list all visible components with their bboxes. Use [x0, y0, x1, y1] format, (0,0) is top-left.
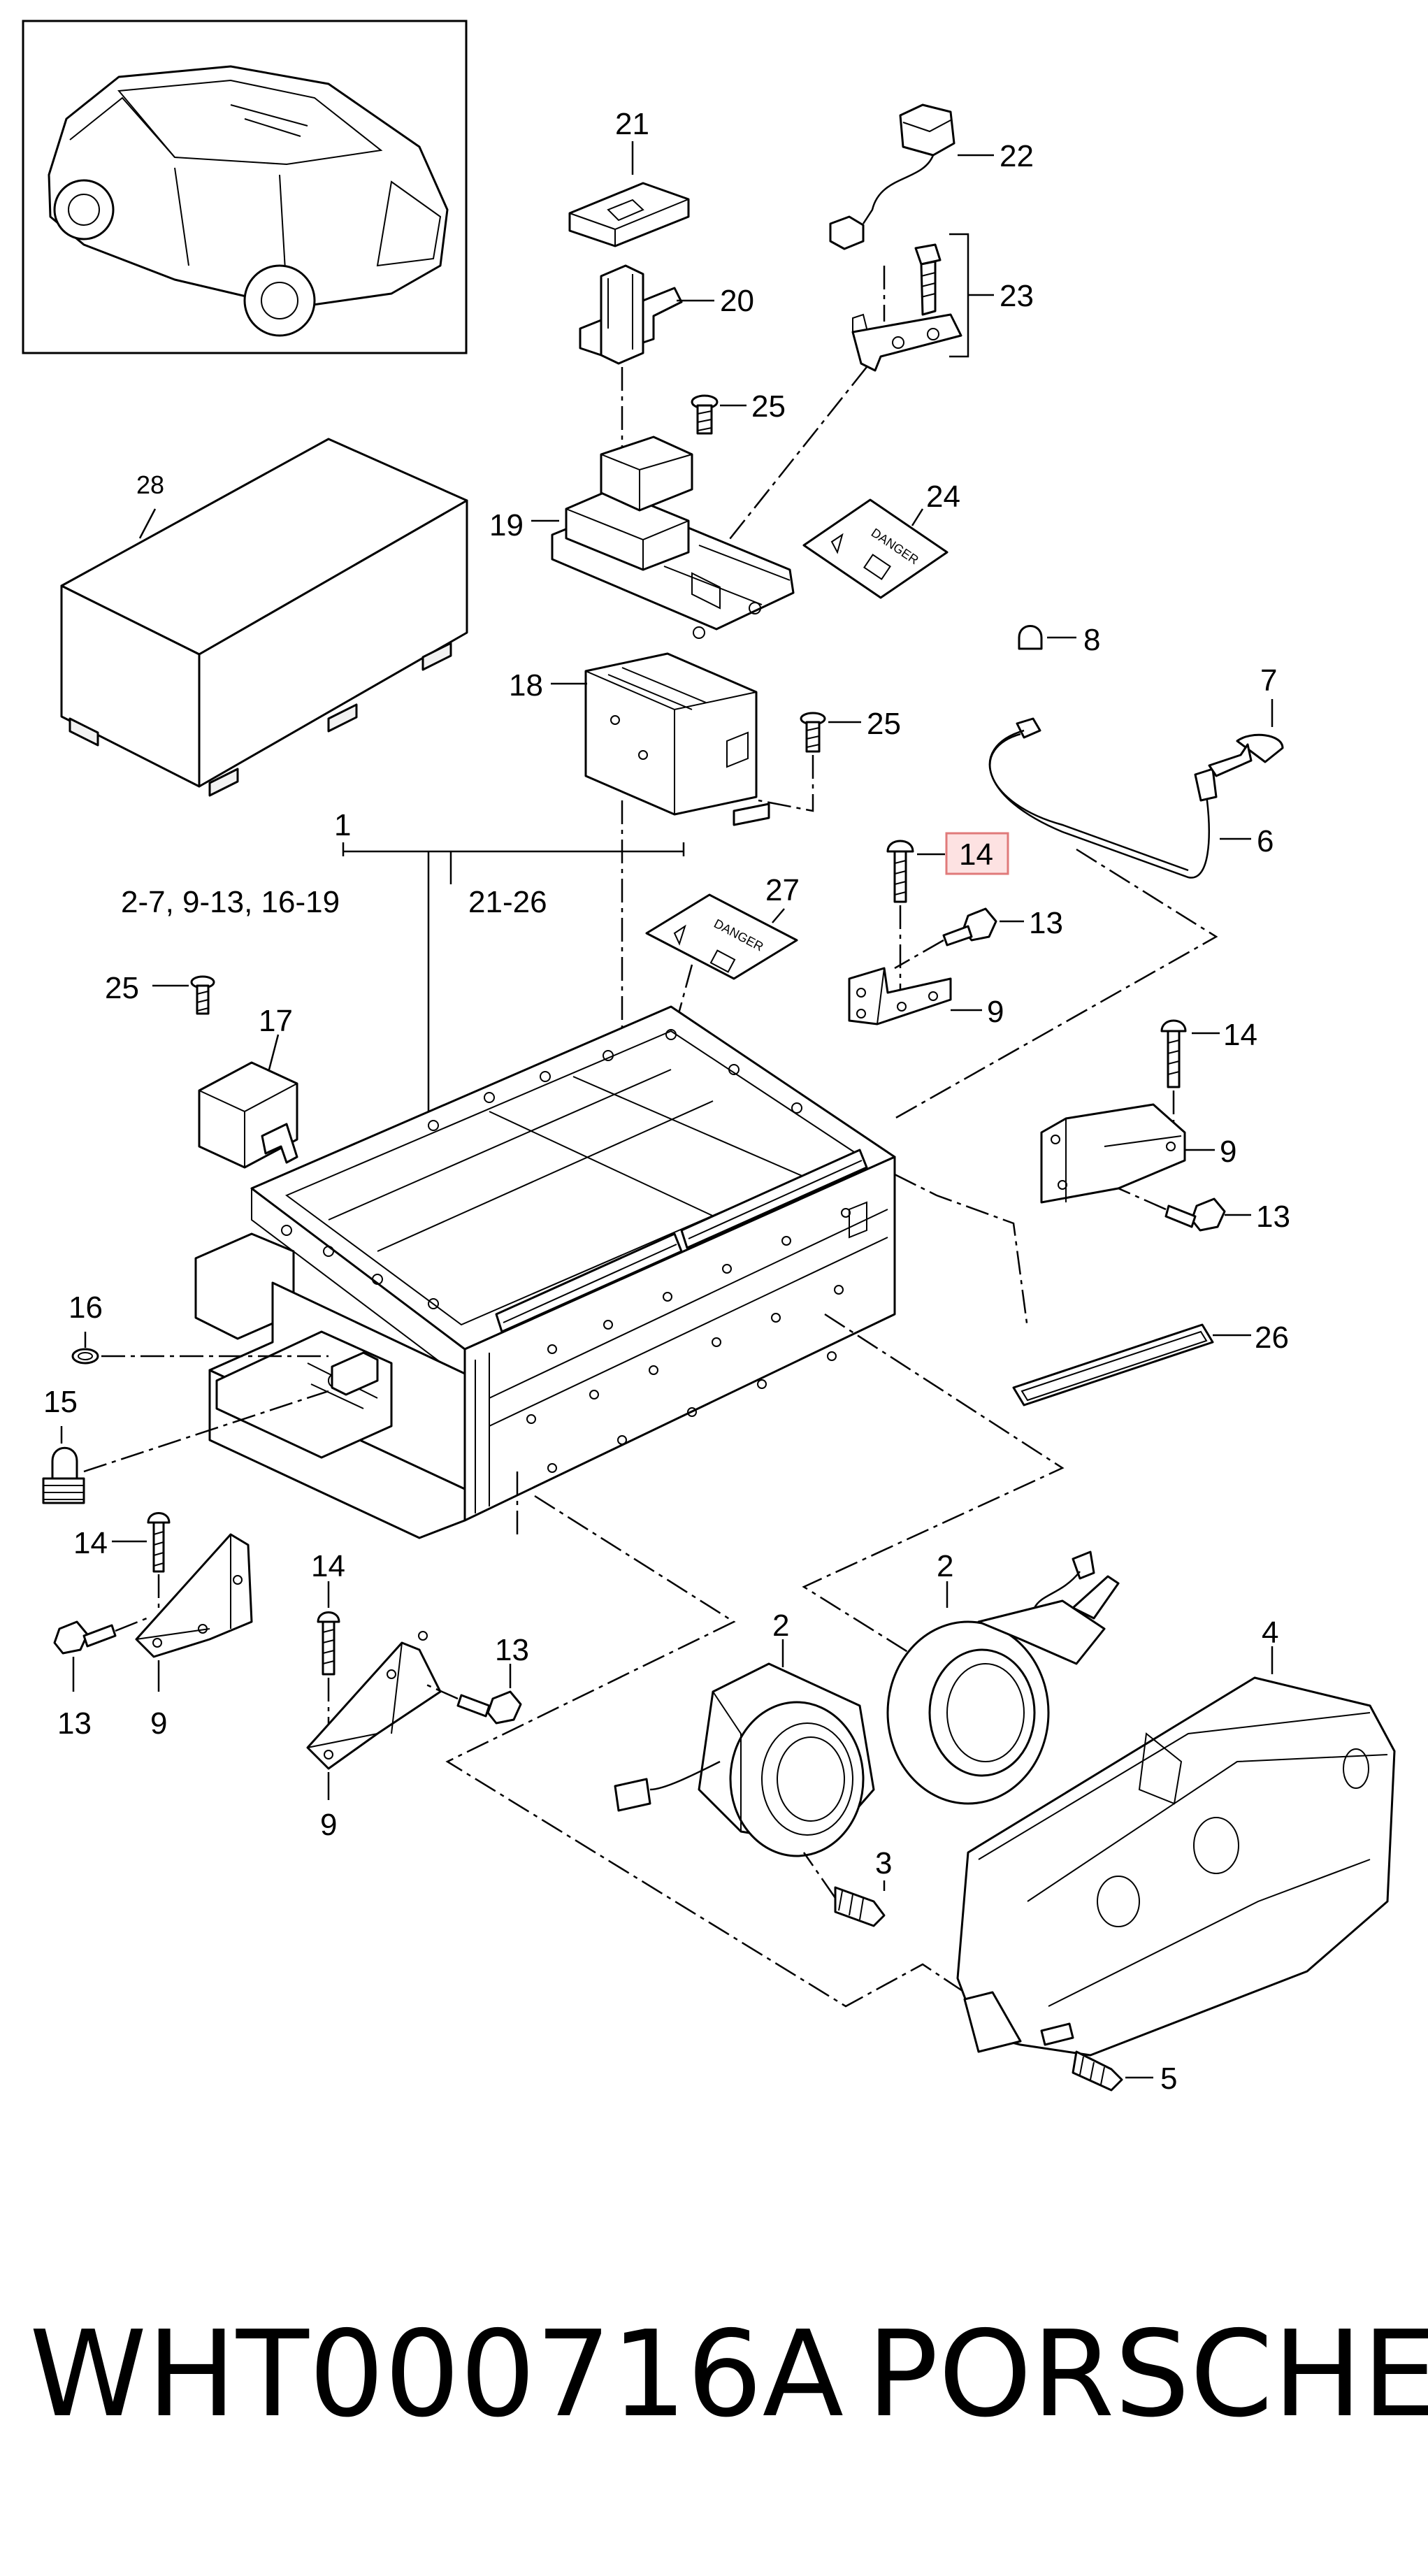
control-module-18 — [551, 652, 770, 1038]
callout-9-lower-mid: 9 — [320, 1808, 337, 1842]
fan-2-right — [886, 1550, 1120, 1805]
callout-13-upper: 13 — [1029, 906, 1063, 940]
callout-3: 3 — [875, 1846, 892, 1880]
callout-14-lower-left: 14 — [73, 1526, 108, 1560]
callout-9-lower-left: 9 — [150, 1706, 167, 1741]
callout-labels: 21 20 22 23 25 24 19 28 8 7 18 25 1 6 14… — [43, 107, 1290, 2096]
screw-25-middle — [758, 712, 861, 812]
callout-27: 27 — [765, 873, 800, 907]
callout-24: 24 — [926, 480, 960, 514]
callout-17: 17 — [259, 1004, 293, 1038]
callout-5: 5 — [1160, 2061, 1177, 2096]
callout-21: 21 — [615, 107, 649, 141]
screw-25-top — [691, 394, 747, 435]
callout-2-right: 2 — [937, 1549, 953, 1583]
callout-22: 22 — [1000, 139, 1034, 173]
valve-15 — [42, 1390, 329, 1504]
fuse-box-17 — [198, 1034, 298, 1169]
shipping-box-28 — [60, 438, 468, 797]
callout-25-left: 25 — [105, 971, 139, 1005]
callout-14-lower-mid: 14 — [311, 1549, 345, 1583]
callout-15: 15 — [43, 1385, 78, 1419]
bolt-5 — [1072, 2050, 1153, 2092]
callout-13-lower-left: 13 — [57, 1706, 92, 1741]
callout-8: 8 — [1083, 623, 1100, 657]
callout-14-right: 14 — [1223, 1018, 1257, 1052]
bolt-13-upper — [894, 907, 1024, 970]
bracket-set-lower-mid — [306, 1581, 522, 1800]
assembly-group-bracket-1 — [342, 842, 685, 1118]
callout-25-top: 25 — [751, 389, 786, 424]
air-duct-4 — [956, 1646, 1396, 2057]
seal-26 — [1012, 1323, 1251, 1406]
bolt-3 — [802, 1852, 886, 1927]
callout-1-group-b: 21-26 — [468, 885, 547, 919]
callout-13-lower-mid: 13 — [495, 1633, 529, 1667]
part-number: WHT000716A — [29, 2305, 844, 2444]
cover-cap-21 — [568, 141, 690, 247]
brand-name: PORSCHE — [867, 2305, 1428, 2444]
bracket-set-lower-right — [1040, 1019, 1251, 1232]
battery-module — [194, 1005, 1065, 2008]
o-ring-16 — [71, 1332, 329, 1365]
callout-2-left: 2 — [772, 1609, 789, 1643]
bracket-9-upper — [848, 967, 982, 1026]
callout-20: 20 — [720, 284, 754, 318]
callout-13-right: 13 — [1256, 1200, 1290, 1234]
callout-7: 7 — [1260, 663, 1277, 698]
callout-4: 4 — [1262, 1616, 1278, 1650]
callout-14-highlighted: 14 — [959, 837, 993, 872]
ground-cable-6-7-8 — [894, 625, 1284, 1120]
fan-2-left — [614, 1639, 875, 1857]
callout-6: 6 — [1257, 824, 1274, 858]
vehicle-thumbnail — [22, 20, 468, 354]
callout-1-group-a: 2-7, 9-13, 16-19 — [121, 885, 340, 919]
callout-16: 16 — [68, 1290, 103, 1325]
danger-label-24: DANGER — [802, 498, 949, 599]
callout-18: 18 — [509, 668, 543, 703]
callout-28: 28 — [136, 470, 164, 499]
callout-9-upper: 9 — [987, 995, 1004, 1029]
callout-9-right: 9 — [1220, 1135, 1236, 1169]
screw-25-left — [152, 975, 215, 1015]
callout-19: 19 — [489, 508, 524, 542]
callout-25-middle: 25 — [867, 707, 901, 741]
harness-connector-22 — [829, 103, 994, 250]
callout-23: 23 — [1000, 279, 1034, 313]
callout-26: 26 — [1255, 1321, 1289, 1355]
disconnect-housing-19 — [531, 436, 795, 639]
bolt-14-highlighted — [886, 832, 1009, 1014]
bracket-set-lower-left — [53, 1512, 253, 1692]
highlight-box-14 — [945, 832, 1009, 875]
callout-1: 1 — [334, 808, 351, 842]
footer: WHT000716A PORSCHE — [29, 2305, 1428, 2444]
bracket-screw-23 — [702, 233, 994, 574]
